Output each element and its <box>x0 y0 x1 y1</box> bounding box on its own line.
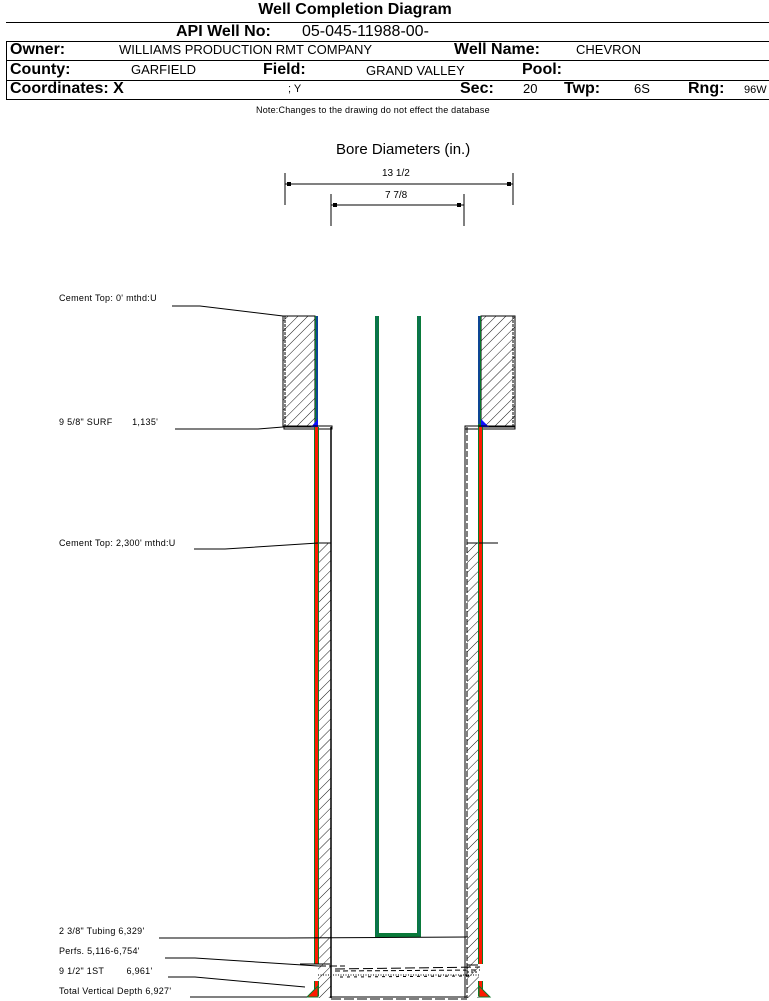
production-cement-left <box>318 543 331 998</box>
rng-value: 96W <box>744 84 767 96</box>
production-cement-right <box>467 543 479 998</box>
callout-tubing: 2 3/8" Tubing 6,329' <box>59 926 145 936</box>
twp-value: 6S <box>634 81 650 96</box>
header-divider <box>6 41 769 42</box>
pool-label: Pool: <box>522 61 562 78</box>
production-bore-walls <box>330 427 468 998</box>
rng-label: Rng: <box>688 80 725 97</box>
dimension-outer <box>284 173 514 205</box>
county-value: GARFIELD <box>131 62 197 77</box>
perforations <box>300 963 481 978</box>
owner-value: WILLIAMS PRODUCTION RMT COMPANY <box>119 42 373 57</box>
surface-shoe-right <box>481 419 489 427</box>
bore-diameter-label-inner: 7 7/8 <box>385 190 408 201</box>
callout-perforations: Perfs. 5,116-6,754' <box>59 946 140 956</box>
surface-cement-left <box>282 315 316 428</box>
header-border-top <box>6 22 769 23</box>
surface-shoe-left <box>311 419 318 427</box>
surface-cement-right <box>480 315 516 428</box>
callout-production-casing: 9 1/2" 1ST 6,961' <box>59 966 153 976</box>
field-label: Field: <box>263 61 306 78</box>
well-name-label: Well Name: <box>454 41 540 58</box>
api-well-no-label: API Well No: <box>176 23 271 40</box>
header-divider <box>6 80 769 81</box>
callout-leaders <box>159 305 498 998</box>
production-shoe-left <box>305 984 319 998</box>
production-casing-right <box>478 427 483 996</box>
callout-total-depth: Total Vertical Depth 6,927' <box>59 986 172 996</box>
page-title: Well Completion Diagram <box>258 1 452 18</box>
sec-value: 20 <box>523 81 538 96</box>
callout-surface-casing: 9 5/8" SURF 1,135' <box>59 417 159 427</box>
header-divider <box>6 60 769 61</box>
coordinates-y-label: ; Y <box>288 83 302 95</box>
callout-cement-top-production: Cement Top: 2,300' mthd:U <box>59 538 176 548</box>
production-casing-left <box>314 427 319 996</box>
bore-diameter-label-outer: 13 1/2 <box>382 168 410 179</box>
coordinates-x-label: Coordinates: X <box>10 80 124 97</box>
header-border-bottom <box>6 99 769 100</box>
twp-label: Twp: <box>564 80 601 97</box>
api-well-no-value: 05-045-11988-00- <box>302 23 429 40</box>
callout-cement-top-surface: Cement Top: 0' mthd:U <box>59 293 157 303</box>
county-label: County: <box>10 61 71 78</box>
owner-label: Owner: <box>10 41 66 58</box>
tubing <box>375 316 421 937</box>
sec-label: Sec: <box>460 80 494 97</box>
header-border-left <box>6 41 7 100</box>
field-value: GRAND VALLEY <box>366 63 465 78</box>
dimension-inner <box>330 194 465 226</box>
bore-diameters-title: Bore Diameters (in.) <box>336 141 471 158</box>
database-note: Note:Changes to the drawing do not effec… <box>256 105 490 115</box>
production-shoe-right <box>478 984 492 998</box>
surface-casing <box>315 316 481 427</box>
well-name-value: CHEVRON <box>576 42 642 57</box>
